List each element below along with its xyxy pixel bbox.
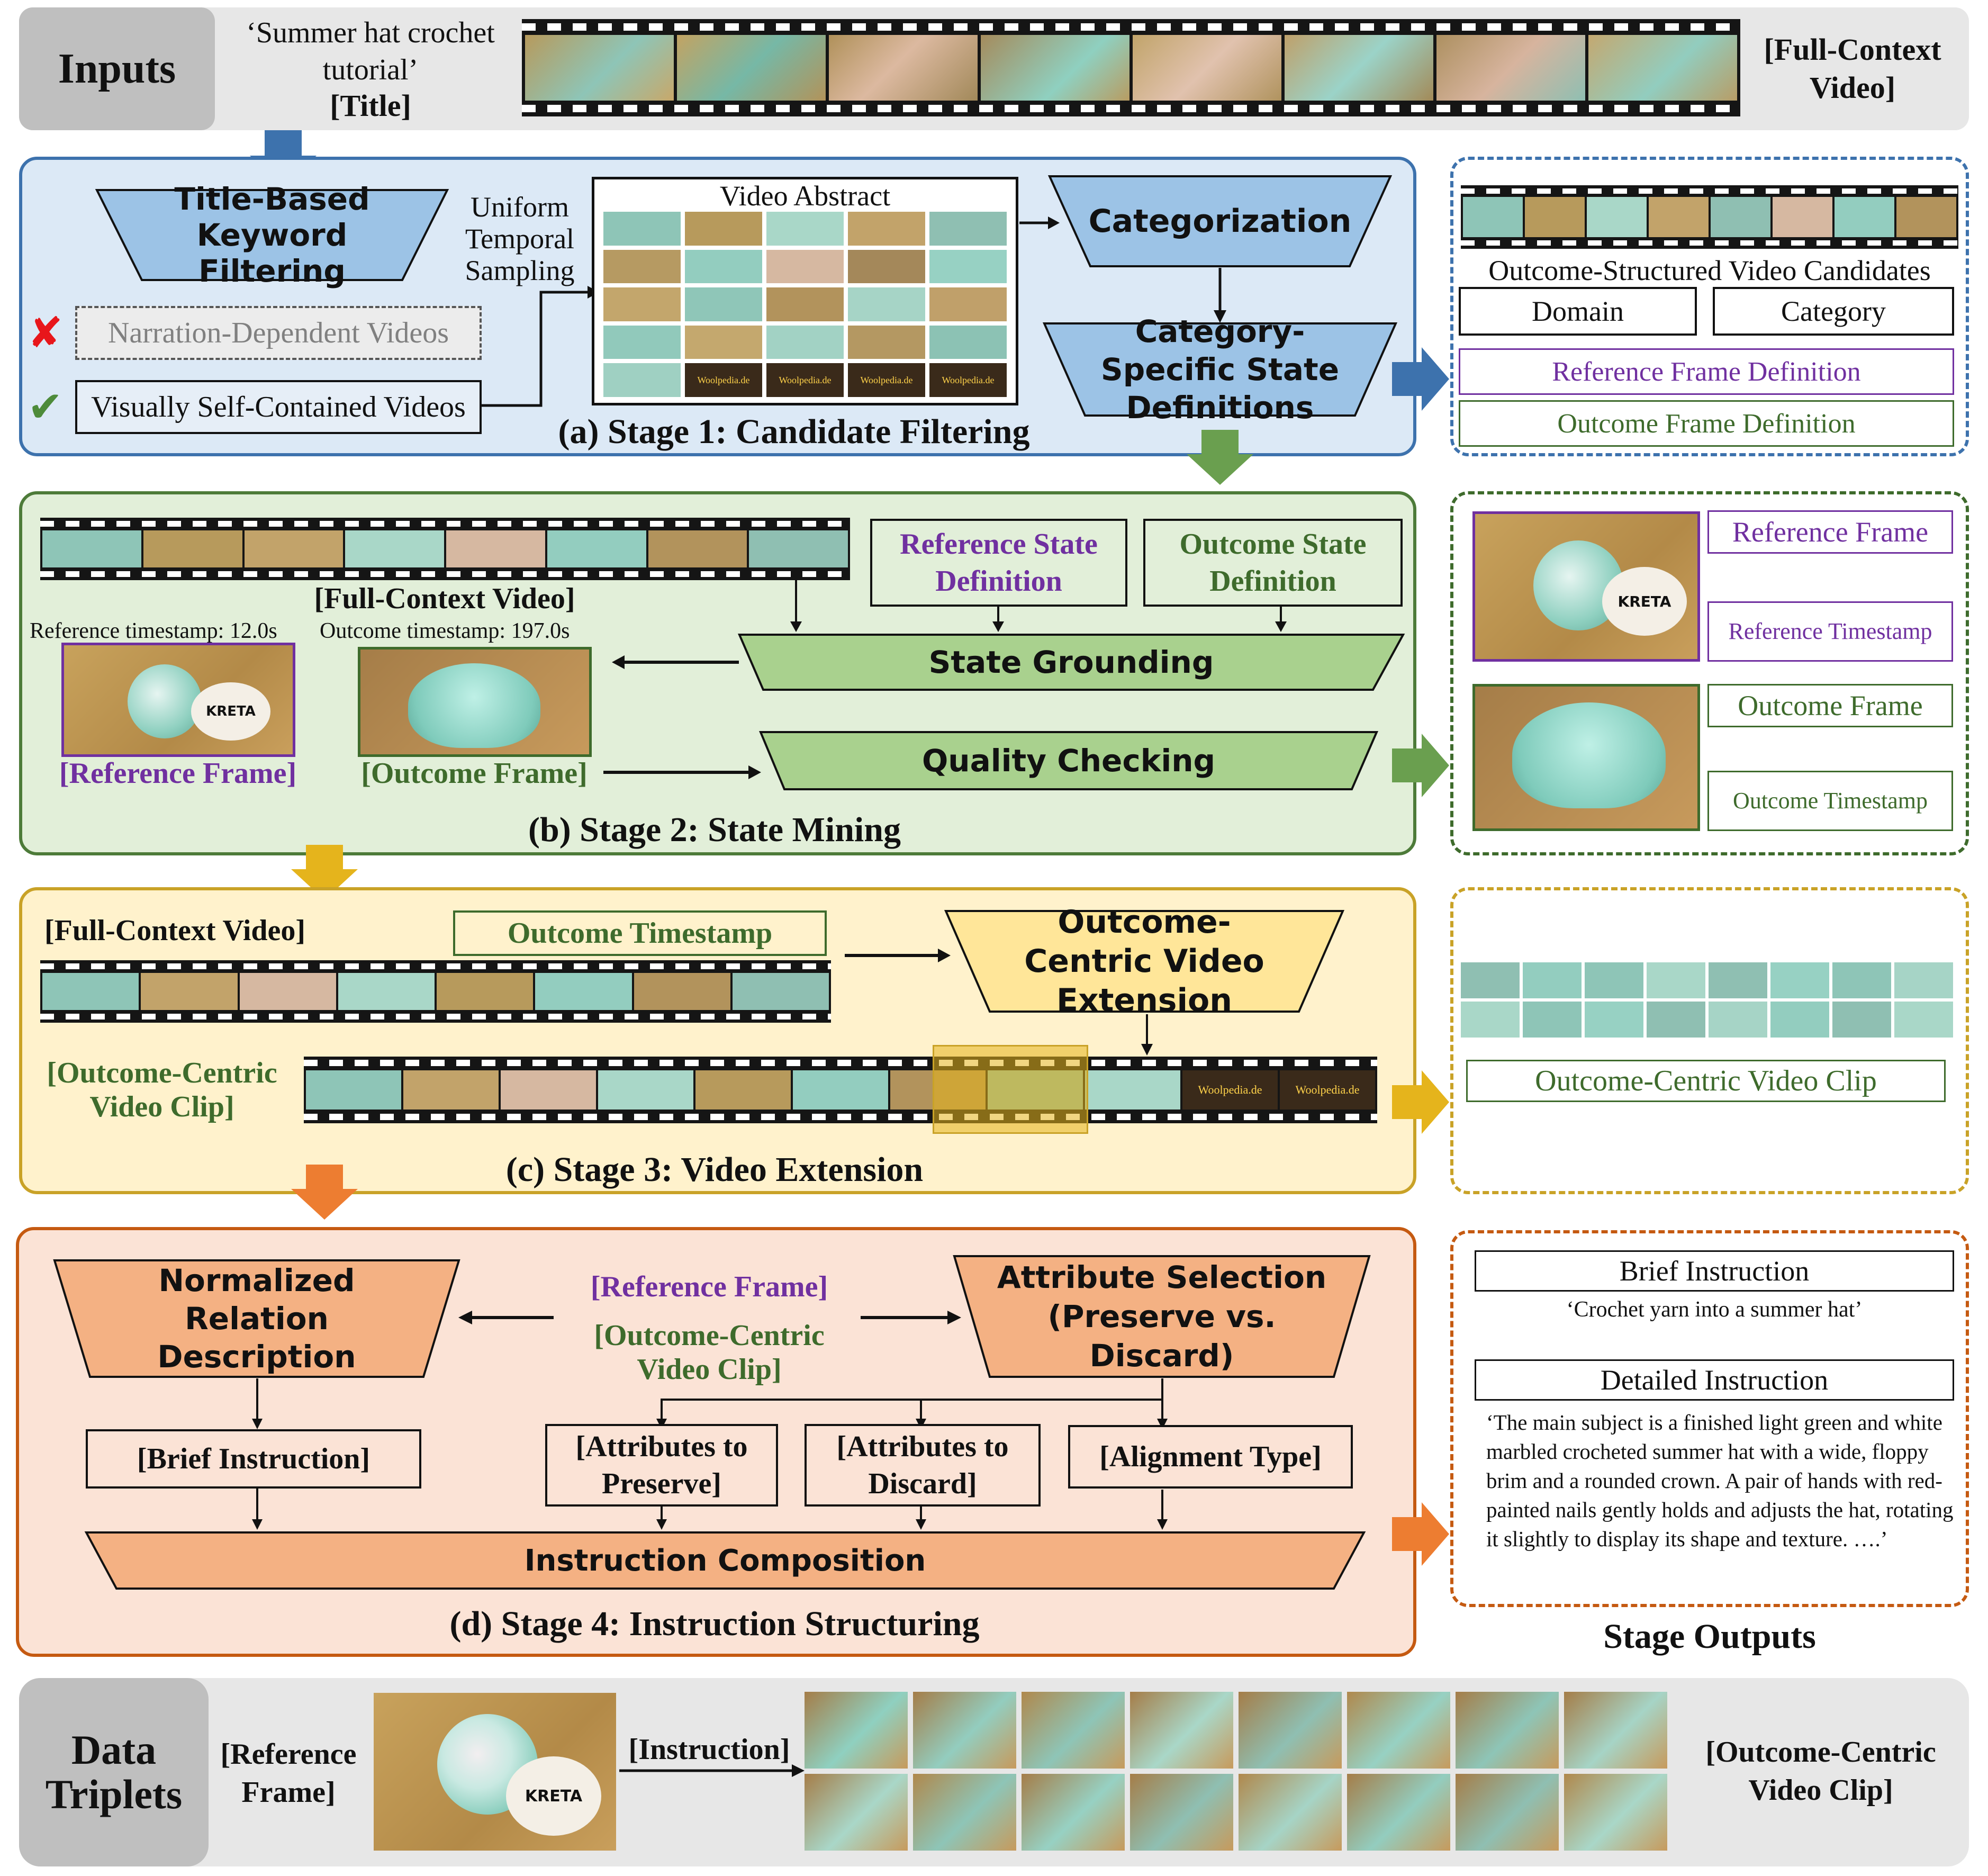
alignment-type-box: [Alignment Type] [1068,1425,1353,1489]
stage2-filmstrip [40,518,850,580]
output-detailed-label: Detailed Instruction [1475,1359,1954,1401]
stage2-video-label: [Full-Context Video] [314,582,575,615]
stage3-filmstrip [40,960,831,1023]
stage4-reference-frame: [Reference Frame] [590,1270,828,1303]
state-definitions-box: Category-Specific State Definitions [1042,313,1398,426]
arrow-stage1-output [1392,347,1449,411]
input-title-text: ‘Summer hat crochet tutorial’ [246,16,495,86]
reference-state-def-box: Reference State Definition [870,519,1127,607]
stage1-title: (a) Stage 1: Candidate Filtering [558,412,1030,451]
outcome-state-def-box: Outcome State Definition [1143,519,1403,607]
reject-icon: ✘ [28,308,64,357]
stage3-video-label: [Full-Context Video] [44,914,306,947]
stage4-title: (d) Stage 4: Instruction Structuring [449,1604,980,1643]
output-clip-box: Outcome-Centric Video Clip [1466,1060,1946,1102]
stage3-output-grid [1461,962,1953,1038]
visual-videos-box: Visually Self-Contained Videos [75,380,482,434]
reference-timestamp-text: Reference timestamp: 12.0s [30,619,277,643]
input-video-filmstrip [522,19,1740,116]
attributes-discard-box: [Attributes to Discard] [805,1424,1041,1507]
input-title-tag: [Title] [330,88,411,123]
stage-outputs-label: Stage Outputs [1603,1617,1816,1656]
output-outcome-timestamp-box: Outcome Timestamp [1707,771,1953,831]
arrow-timestamp-to-extension [845,949,951,962]
attributes-preserve-box: [Attributes to Preserve] [545,1424,778,1507]
arrow-stage2-output [1392,734,1449,797]
inputs-label: Inputs [19,7,215,130]
triplets-clip-label: [Outcome-Centric Video Clip] [1705,1736,1936,1807]
stage4-output-panel [1450,1230,1969,1607]
reference-definition-box: Reference Frame Definition [1459,348,1954,395]
arrow-stage4-output [1392,1502,1449,1566]
arrow-extension-to-clip [1141,1014,1153,1056]
outcome-frame-image [358,647,592,757]
triplets-instruction-arrow [619,1764,805,1777]
video-abstract-label: Video Abstract [719,180,891,212]
outcome-frame-label: [Outcome Frame] [361,757,588,790]
output-detailed-text: ‘The main subject is a finished light gr… [1486,1410,1954,1551]
triplets-clip-grid [805,1692,1667,1851]
stage2-title: (b) Stage 2: State Mining [528,810,901,849]
arrow-to-attribute-selection [861,1311,961,1324]
output-outcome-frame-box: Outcome Frame [1707,684,1953,727]
arrows-into-grounding [790,580,1287,632]
categorization-box: Categorization [1047,175,1393,268]
candidates-label: Outcome-Structured Video Candidates [1488,255,1931,286]
narration-videos-box: Narration-Dependent Videos [75,306,482,360]
arrow-abstract-to-categorization [1019,217,1060,229]
arrow-stage2-to-stage3 [291,845,358,900]
clip-highlight [933,1045,1088,1134]
triplets-reference-label: [Reference Frame] [220,1738,357,1809]
output-outcome-frame-image [1472,684,1700,831]
triplets-label: Data Triplets [19,1678,209,1866]
stage4-outcome-clip: [Outcome-Centric Video Clip] [594,1319,825,1386]
domain-box: Domain [1459,287,1697,336]
connector-to-abstract [482,286,599,407]
output-reference-frame-image: KRETA [1472,511,1700,662]
stage3-extended-filmstrip: Woolpedia.de Woolpedia.de [304,1057,1377,1123]
keyword-filter-box: Title-Based Keyword Filtering [95,181,449,289]
output-brief-label: Brief Instruction [1475,1250,1954,1292]
state-grounding-box: State Grounding [737,633,1405,691]
category-box: Category [1713,287,1954,336]
output-reference-timestamp-box: Reference Timestamp [1707,601,1953,662]
stage3-output-panel [1450,887,1969,1194]
triplets-reference-image: KRETA [374,1693,616,1851]
input-video-tag: [Full-Context Video] [1764,32,1941,105]
brief-instruction-box: [Brief Instruction] [86,1429,421,1489]
arrow-stage1-to-stage2 [1187,430,1253,485]
arrow-stage3-to-stage4 [291,1165,358,1220]
stage4-connectors [252,1378,1168,1530]
quality-checking-box: Quality Checking [759,730,1379,791]
output-reference-frame-box: Reference Frame [1707,510,1953,554]
arrow-categorization-to-definitions [1214,268,1226,323]
stage3-title: (c) Stage 3: Video Extension [505,1150,924,1189]
output-brief-text: ‘Crochet yarn into a summer hat’ [1566,1297,1863,1322]
arrow-grounding-to-frames [612,655,739,669]
sampling-label: Uniform Temporal Sampling [465,191,575,286]
outcome-definition-box: Outcome Frame Definition [1459,400,1954,447]
outcome-timestamp-text: Outcome timestamp: 197.0s [320,619,570,643]
instruction-composition-box: Instruction Composition [84,1531,1366,1590]
triplets-instruction-label: [Instruction] [628,1733,790,1766]
reference-frame-image: KRETA [61,643,295,757]
normalized-relation-box: Normalized Relation Description [53,1259,460,1378]
reference-frame-label: [Reference Frame] [59,757,297,790]
stage1-output-filmstrip [1461,185,1958,249]
accept-icon: ✔ [28,382,64,431]
arrow-stage3-output [1392,1070,1449,1134]
arrow-to-normalized [458,1311,554,1324]
attribute-selection-box: Attribute Selection (Preserve vs. Discar… [953,1255,1371,1378]
arrow-outcome-to-quality [603,765,761,779]
video-extension-box: Outcome-Centric Video Extension [944,904,1345,1019]
stage3-clip-label: [Outcome-Centric Video Clip] [47,1057,277,1123]
stage3-outcome-timestamp-box: Outcome Timestamp [453,910,827,956]
